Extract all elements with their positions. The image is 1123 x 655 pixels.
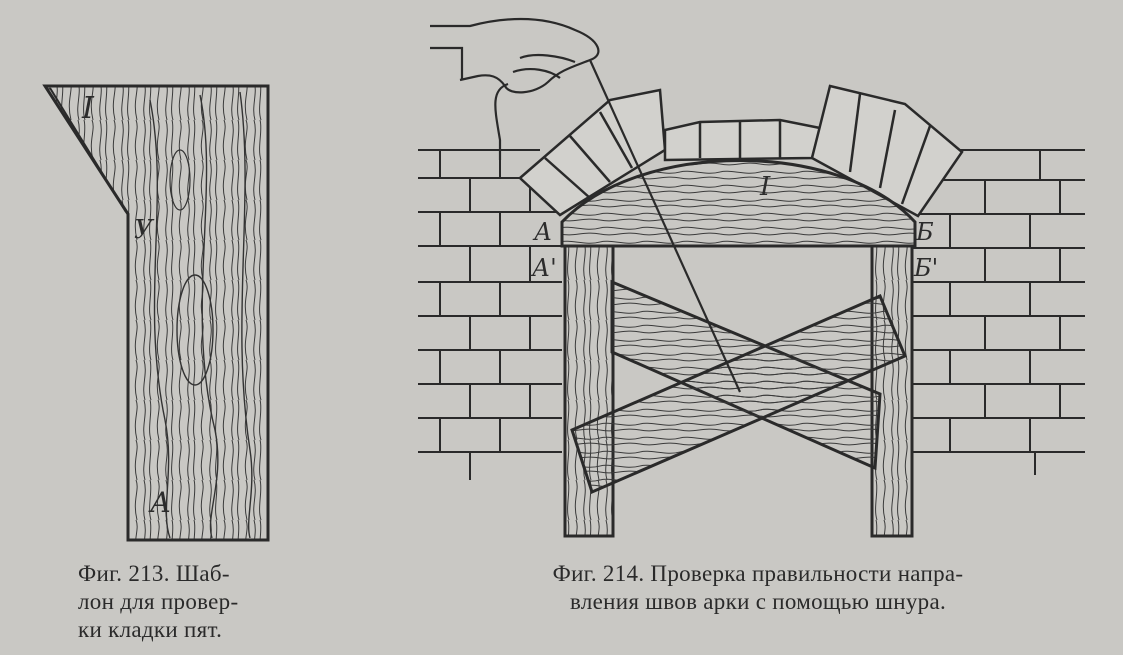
label-214-center: I <box>759 172 771 202</box>
caption-213-line-3: ки кладки пят. <box>78 617 223 642</box>
label-213-bottom: А <box>148 486 171 519</box>
caption-fig-214: Фиг. 214. Проверка правильности напра- в… <box>448 560 1068 616</box>
caption-213-line-1: Фиг. 213. Шаб- <box>78 561 230 586</box>
hand-with-string <box>430 17 742 393</box>
label-b: Б <box>915 218 934 246</box>
brick-wall-right <box>912 149 1085 475</box>
caption-214-line-2: вления швов арки с помощью шнура. <box>569 589 947 614</box>
arch-bricks <box>518 84 964 218</box>
label-213-top: I <box>81 91 95 126</box>
support-frame <box>563 244 914 538</box>
label-a-prime: А' <box>530 254 557 282</box>
caption-fig-213: Фиг. 213. Шаб- лон для провер- ки кладки… <box>78 560 318 644</box>
label-213-mid: У <box>134 215 155 245</box>
caption-214-line-1: Фиг. 214. Проверка правильности напра- <box>552 561 964 586</box>
brick-wall-left <box>418 149 562 480</box>
arch-form: I <box>560 159 917 248</box>
label-a: А <box>532 218 552 246</box>
caption-213-line-2: лон для провер- <box>78 589 239 614</box>
label-b-prime: Б' <box>913 254 938 282</box>
template-213: I У А <box>42 84 270 542</box>
